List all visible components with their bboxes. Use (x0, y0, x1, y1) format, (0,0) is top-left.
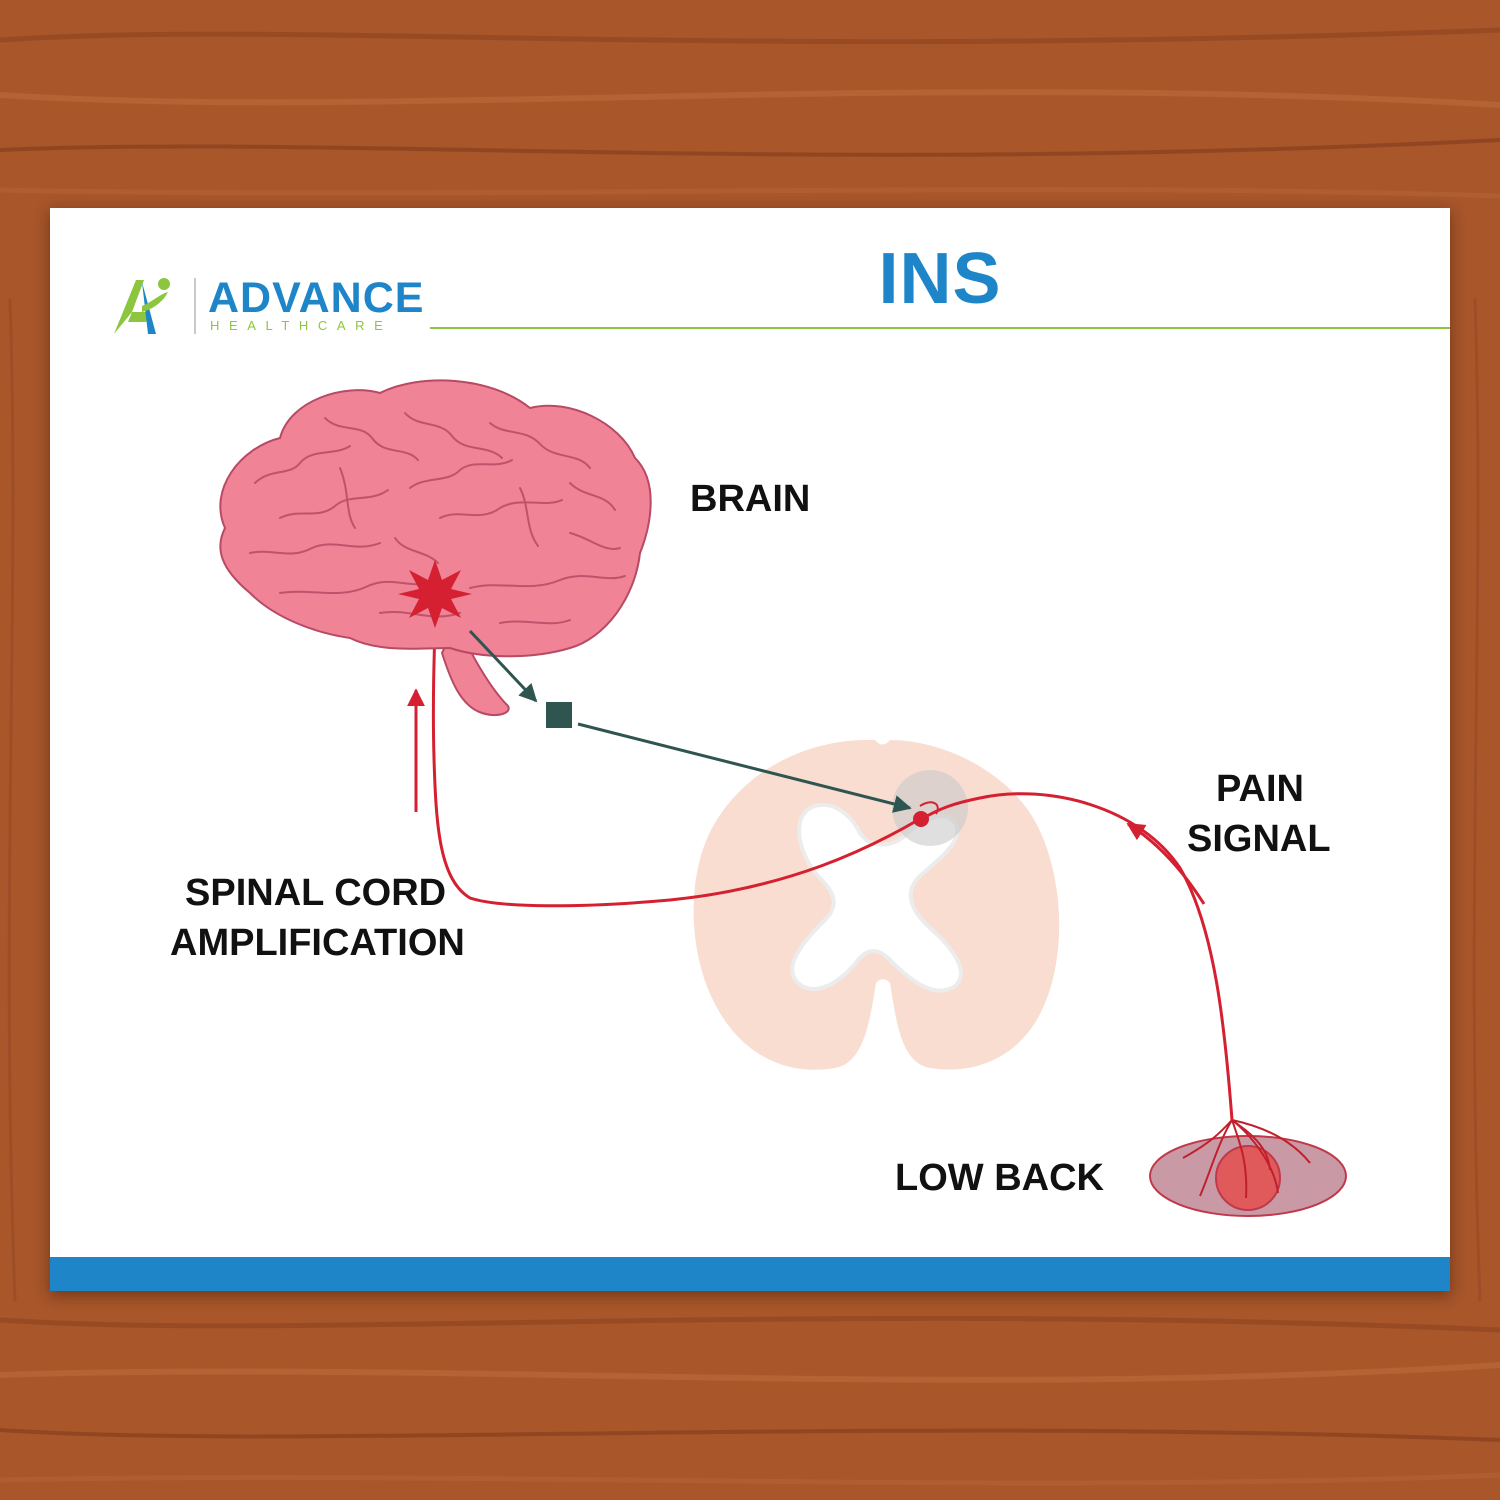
synapse-hook (919, 801, 939, 815)
descending-pathway (468, 629, 912, 813)
pain-signal-label-line1: PAIN (1216, 768, 1304, 810)
synapse-point (913, 811, 929, 827)
starburst-icon (398, 560, 472, 628)
brain-label: BRAIN (690, 478, 811, 520)
infographic-card: ADVANCE HEALTHCARE INS (50, 208, 1450, 1291)
modulation-node (546, 702, 572, 728)
bottom-accent-bar (50, 1257, 1450, 1291)
spinal-cord-label-line2: AMPLIFICATION (170, 922, 465, 964)
page-title: INS (878, 239, 1002, 319)
brain-illustration (219, 379, 652, 716)
spinal-cord-label-line1: SPINAL CORD (185, 872, 447, 914)
dorsal-horn-highlight (892, 770, 968, 846)
low-back-illustration (1149, 1119, 1347, 1217)
pain-pathway-diagram (219, 379, 1347, 1217)
advance-healthcare-logo: ADVANCE HEALTHCARE (112, 272, 442, 342)
logo-subtitle: HEALTHCARE (210, 318, 393, 333)
logo-separator (194, 278, 196, 334)
pain-signal-label-line2: SIGNAL (1187, 818, 1331, 860)
header-rule (430, 327, 1450, 329)
logo-name: ADVANCE (208, 274, 425, 322)
stylized-a-with-person-icon (114, 278, 170, 334)
low-back-label: LOW BACK (895, 1157, 1104, 1199)
spinal-cord-cross-section (693, 739, 1060, 1070)
pain-signal-arrow (1126, 822, 1206, 905)
